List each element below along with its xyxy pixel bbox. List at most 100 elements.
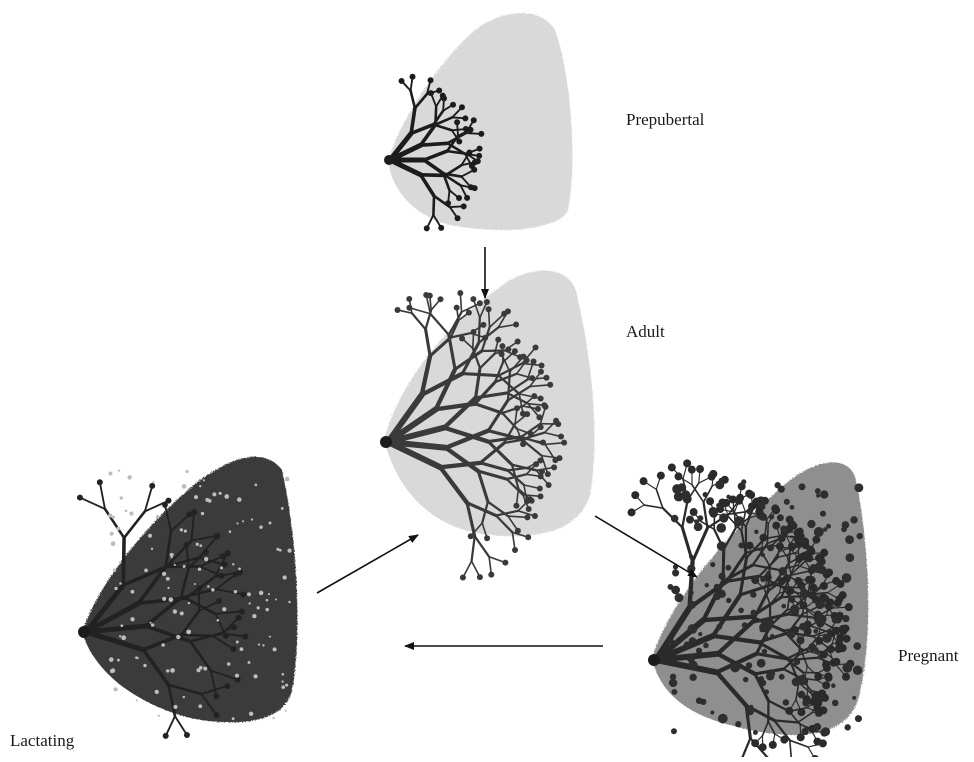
duct-bud <box>515 339 521 345</box>
duct-bud <box>521 354 527 360</box>
milk-speck <box>257 606 260 609</box>
milk-speck <box>109 657 114 662</box>
milk-speck <box>198 567 201 570</box>
duct-bud <box>471 117 477 123</box>
duct-bud <box>839 591 847 599</box>
alveolus <box>796 636 804 644</box>
alveolus <box>821 727 830 736</box>
duct-bud <box>535 406 541 412</box>
duct-branch <box>692 485 703 502</box>
duct-bud <box>476 153 482 159</box>
alveolus <box>718 573 725 580</box>
milk-speck <box>180 611 184 615</box>
duct-bud <box>788 543 796 551</box>
milk-speck <box>196 543 199 546</box>
alveolus <box>683 494 692 503</box>
milk-speck <box>255 484 258 487</box>
duct-bud <box>686 516 694 524</box>
milk-speck <box>203 479 205 481</box>
duct-branch <box>644 505 663 508</box>
alveolus <box>697 515 703 521</box>
milk-speck <box>281 507 284 510</box>
duct-bud <box>512 348 518 354</box>
milk-speck <box>201 512 204 515</box>
alveolus <box>730 663 740 673</box>
duct-bud <box>812 536 820 544</box>
duct-bud <box>526 506 532 512</box>
alveolus <box>856 533 862 539</box>
alveolus <box>815 488 821 494</box>
alveolus <box>709 507 719 517</box>
duct-bud <box>203 549 209 555</box>
duct-bud <box>513 503 519 509</box>
duct-bud <box>841 624 849 632</box>
milk-speck <box>287 548 291 552</box>
milk-speck <box>281 685 285 689</box>
milk-speck <box>119 635 121 637</box>
duct-bud <box>531 393 537 399</box>
alveolus <box>750 591 756 597</box>
duct-bud <box>640 477 648 485</box>
duct-bud <box>484 535 490 541</box>
duct-bud <box>795 540 803 548</box>
alveolus <box>766 672 774 680</box>
duct-bud <box>457 290 463 296</box>
duct-bud <box>809 584 817 592</box>
alveolus <box>757 659 766 668</box>
duct-bud <box>524 514 530 520</box>
label-adult: Adult <box>626 322 665 342</box>
duct-branch <box>105 509 124 538</box>
milk-speck <box>169 597 174 602</box>
duct-bud <box>163 733 169 739</box>
duct-bud <box>546 482 552 488</box>
milk-speck <box>205 498 209 502</box>
duct-branch <box>412 313 426 329</box>
alveolus <box>746 509 752 515</box>
duct-bud <box>184 732 190 738</box>
alveolus <box>719 478 724 483</box>
duct-bud <box>196 585 202 591</box>
milk-speck <box>129 511 133 515</box>
milk-speck <box>184 530 187 533</box>
milk-speck <box>275 598 277 600</box>
duct-bud <box>428 77 434 83</box>
duct-bud <box>553 418 559 424</box>
duct-bud <box>783 575 791 583</box>
duct-bud <box>233 571 239 577</box>
duct-bud <box>486 306 492 312</box>
alveolus <box>764 689 769 694</box>
duct-bud <box>532 513 538 519</box>
duct-bud <box>499 351 505 357</box>
alveolus <box>690 591 694 595</box>
milk-speck <box>194 495 198 499</box>
alveolus <box>672 569 679 576</box>
duct-bud <box>813 691 821 699</box>
duct-bud <box>461 203 467 209</box>
duct-bud <box>184 542 190 548</box>
duct-bud <box>97 479 103 485</box>
alveolus <box>798 691 806 699</box>
alveolus <box>689 637 697 645</box>
adult-gland <box>380 270 594 580</box>
milk-speck <box>258 643 260 645</box>
duct-bud <box>631 491 639 499</box>
alveolus <box>671 515 679 523</box>
alveolus <box>678 483 686 491</box>
alveolus <box>710 710 714 714</box>
duct-branch <box>693 528 708 562</box>
alveolus <box>761 553 765 557</box>
alveolus <box>718 590 726 598</box>
milk-speck <box>249 602 251 604</box>
alveolus <box>735 721 741 727</box>
milk-speck <box>282 673 285 676</box>
alveolus <box>814 647 819 652</box>
duct-bud <box>230 646 236 652</box>
milk-speck <box>151 623 154 626</box>
duct-bud <box>538 369 544 375</box>
alveolus <box>675 641 680 646</box>
alveolus <box>799 585 805 591</box>
milk-speck <box>111 668 116 673</box>
milk-speck <box>235 674 239 678</box>
duct-bud <box>478 131 484 137</box>
